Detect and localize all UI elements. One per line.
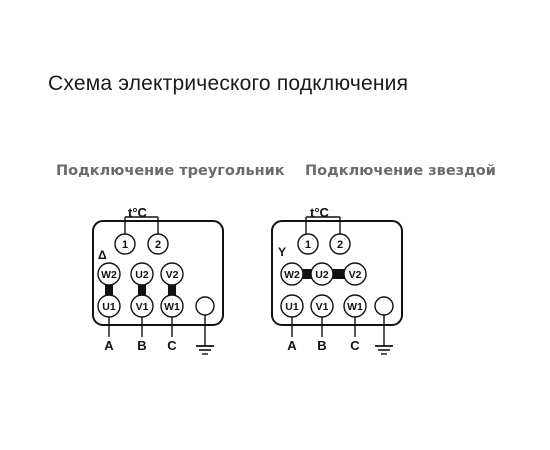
delta-bridge-2 <box>138 284 146 300</box>
star-thermal-terminal-2 <box>329 233 351 255</box>
star-ground-terminal <box>374 296 394 316</box>
star-bridge-1 <box>299 269 313 279</box>
delta-thermal-terminal-2-label: 2 <box>155 239 161 251</box>
star-thermal-terminal-2-label: 2 <box>337 239 343 251</box>
star-thermal-label: t°C <box>310 205 330 220</box>
star-terminal-u1-label: U1 <box>285 301 299 313</box>
delta-terminal-u2-label: U2 <box>135 269 149 281</box>
delta-thermal-terminal-2 <box>147 233 169 255</box>
star-box-outline <box>271 220 403 326</box>
page-title: Схема электрического подключения <box>48 72 409 95</box>
delta-thermal-terminal-1 <box>114 233 136 255</box>
delta-terminal-w1-label: W1 <box>164 301 180 313</box>
star-terminal-v1-label: V1 <box>316 301 329 313</box>
delta-phase-b: B <box>137 338 146 353</box>
star-phase-a: A <box>287 338 297 353</box>
delta-terminal-box: t°C 1 2 Δ W2 U2 V2 U1 V1 W1 A B C <box>92 205 224 355</box>
star-terminal-u2-label: U2 <box>315 269 329 281</box>
delta-terminal-v2-label: V2 <box>166 269 179 281</box>
star-phase-c: C <box>350 338 360 353</box>
delta-phase-a: A <box>104 338 114 353</box>
delta-terminal-w2-label: W2 <box>101 269 117 281</box>
delta-terminal-v1-label: V1 <box>136 301 149 313</box>
star-symbol: Y <box>278 245 286 259</box>
star-terminal-v2-label: V2 <box>349 269 362 281</box>
star-connection-subtitle: Подключение звездой <box>305 163 496 179</box>
delta-connection-subtitle: Подключение треугольник <box>56 163 285 179</box>
delta-thermal-label: t°C <box>128 205 148 220</box>
delta-ground-terminal <box>195 296 215 316</box>
star-bridge-2 <box>331 269 345 279</box>
star-terminal-u2 <box>310 262 334 286</box>
delta-phase-c: C <box>167 338 177 353</box>
star-ground-icon <box>375 315 393 355</box>
delta-terminal-u1-label: U1 <box>102 301 116 313</box>
delta-bridge-3 <box>168 284 176 300</box>
star-terminal-box: t°C 1 2 Y W2 U2 V2 U1 V1 W1 A B C <box>271 205 403 355</box>
star-thermal-terminal-1-label: 1 <box>305 239 311 251</box>
star-thermal-terminal-1 <box>297 233 319 255</box>
delta-symbol: Δ <box>98 248 107 262</box>
star-phase-b: B <box>317 338 326 353</box>
delta-terminal-w2 <box>97 262 121 286</box>
star-terminal-w2-label: W2 <box>284 269 300 281</box>
delta-terminal-u2 <box>130 262 154 286</box>
delta-bridge-1 <box>105 284 113 300</box>
delta-terminal-v2 <box>160 262 184 286</box>
star-terminal-w1-label: W1 <box>347 301 363 313</box>
delta-thermal-terminal-1-label: 1 <box>122 239 128 251</box>
delta-ground-icon <box>196 315 214 355</box>
star-terminal-v2 <box>343 262 367 286</box>
star-terminal-w2 <box>280 262 304 286</box>
